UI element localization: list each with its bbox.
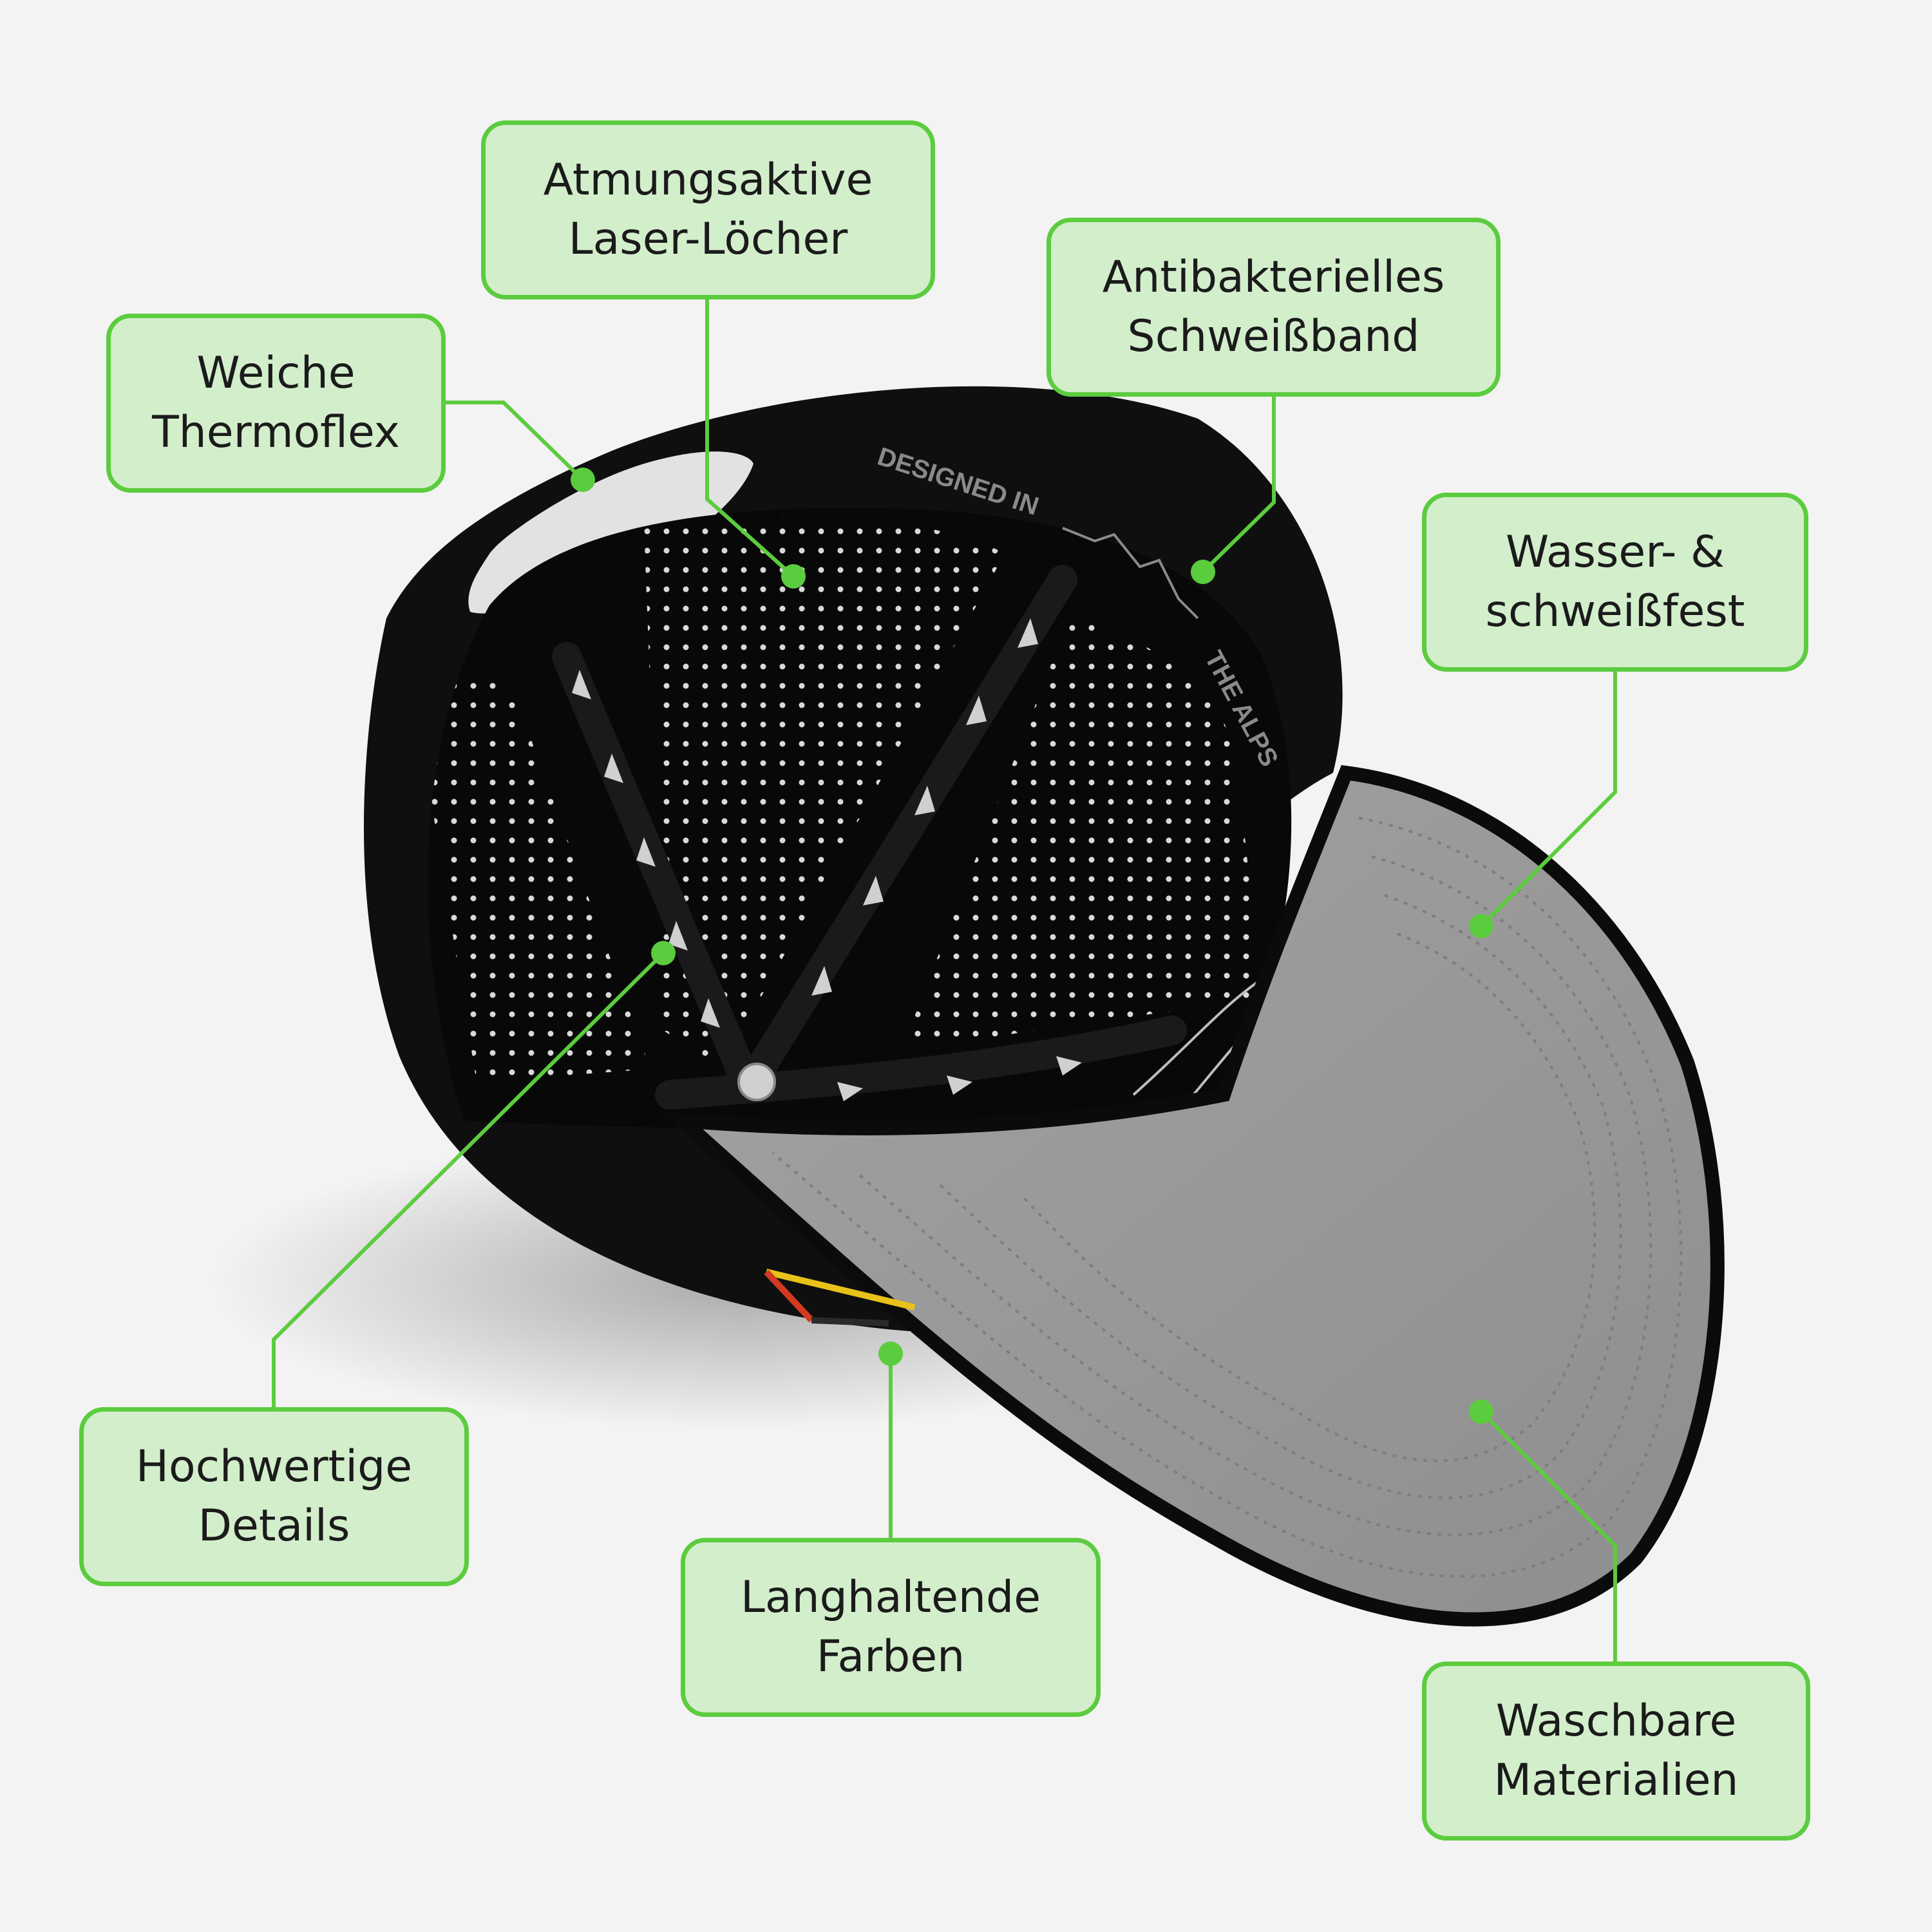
brim-underside	[662, 764, 1725, 1627]
callout-waterproof-line2: schweißfest	[1485, 586, 1745, 637]
mountain-line	[1062, 527, 1199, 620]
callout-sweatband-line2: Schweißband	[1127, 311, 1420, 362]
callout-thermoflex-line1: Weiche	[196, 348, 355, 399]
seam-logos	[572, 618, 1082, 1101]
callout-thermoflex-line2: Thermoflex	[152, 407, 400, 458]
callout-colors-line1: Langhaltende	[740, 1572, 1041, 1623]
callout-details-line1: Hochwertige	[135, 1441, 413, 1492]
callout-laser-line2: Laser-Löcher	[568, 214, 848, 265]
crown-button	[737, 1063, 776, 1101]
callout-waterproof: Wasser- & schweißfest	[1422, 493, 1808, 672]
leader-dots	[571, 468, 1493, 1424]
callout-sweatband-line1: Antibakterielles	[1102, 252, 1445, 303]
laser-holes	[428, 515, 1262, 1082]
callout-washable-line2: Materialien	[1493, 1755, 1739, 1806]
callout-details-line2: Details	[198, 1501, 350, 1551]
callout-colors-line2: Farben	[816, 1631, 965, 1682]
brim-stitching	[772, 817, 1683, 1578]
callout-waterproof-line1: Wasser- &	[1505, 527, 1725, 578]
callout-washable-line1: Waschbare	[1495, 1696, 1737, 1747]
side-logo	[764, 1269, 916, 1327]
leader-lines	[272, 299, 1617, 1665]
callout-laser-line1: Atmungsaktive	[543, 155, 873, 205]
